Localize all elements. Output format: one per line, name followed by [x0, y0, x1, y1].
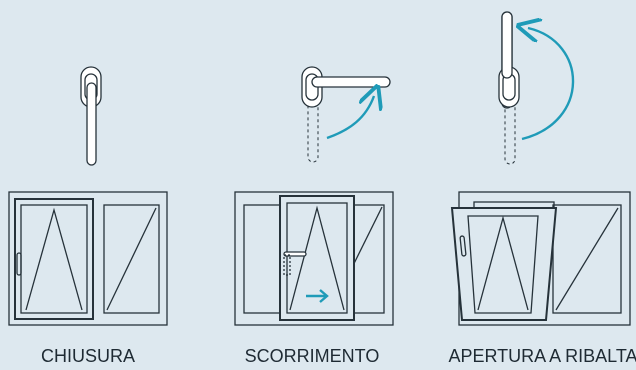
slide-arrow-icon: [306, 289, 329, 303]
closed-window: [8, 191, 168, 326]
tilt-panel: APERTURA A RIBALTA: [448, 11, 636, 366]
tilt-window: [450, 191, 631, 326]
rotate-arrow-icon: [326, 96, 374, 140]
handle-horizontal-icon: [301, 66, 391, 108]
rotate-arrow-up-icon: [522, 28, 575, 141]
closed-panel: CHIUSURA: [8, 66, 168, 366]
caption-closed: CHIUSURA: [41, 346, 135, 366]
sliding-window: [234, 191, 394, 326]
caption-sliding: SCORRIMENTO: [245, 346, 380, 366]
sliding-panel: SCORRIMENTO: [234, 66, 394, 366]
caption-tilt: APERTURA A RIBALTA: [448, 346, 636, 366]
handle-up-icon: [498, 11, 520, 109]
handle-down-icon: [80, 66, 102, 166]
